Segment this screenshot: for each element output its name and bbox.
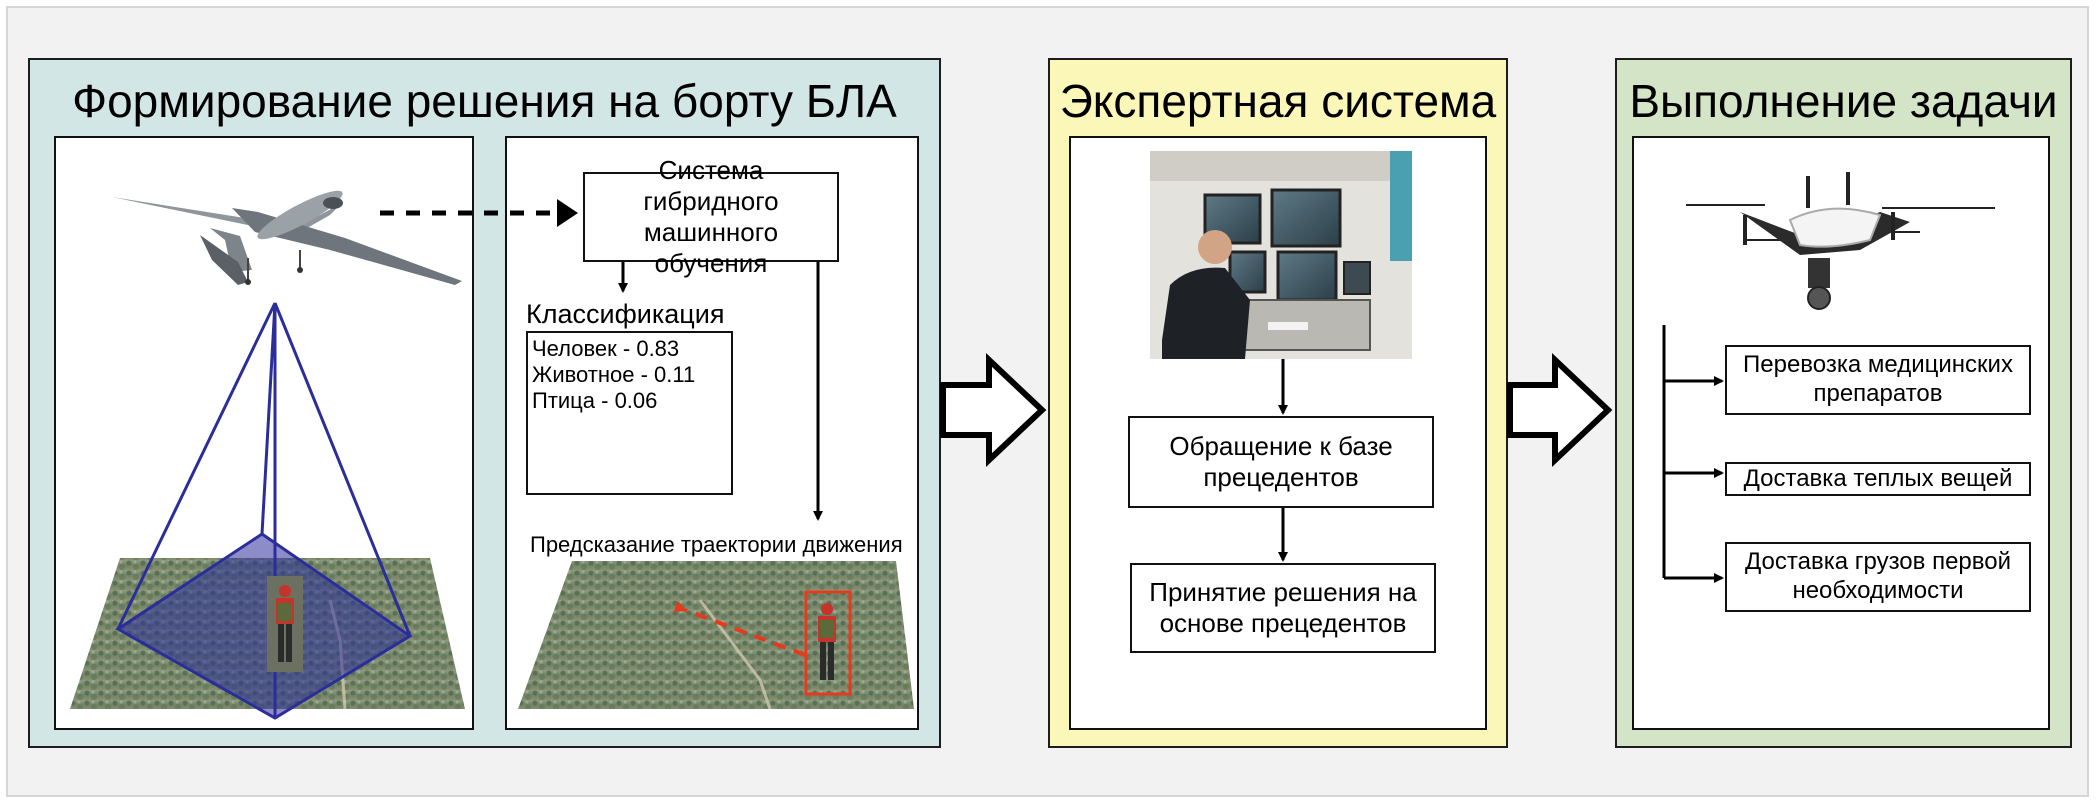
panel-expert-title: Экспертная система <box>1059 75 1497 127</box>
classification-label: Классификация <box>526 299 725 329</box>
trajectory-aerial-photo <box>518 561 914 710</box>
quadcopter-drone-icon <box>1686 172 1995 310</box>
precedent-query-box: Обращение к базе прецедентов <box>1128 416 1434 508</box>
task-essential-supplies: Доставка грузов первой необходимости <box>1725 542 2031 612</box>
class-animal: Животное - 0.11 <box>532 362 696 387</box>
precedent-decision-box: Принятие решения на основе прецедентов <box>1130 563 1436 653</box>
dashed-link-arrowhead <box>557 199 578 227</box>
panel-onboard-title: Формирование решения на борту БЛА <box>72 75 897 127</box>
flow-arrow-2 <box>1507 353 1613 467</box>
task-medical-transport: Перевозка медицинских препаратов <box>1725 345 2031 415</box>
classification-box <box>526 331 733 495</box>
flow-arrow-1 <box>940 353 1047 467</box>
panel-execution-title: Выполнение задачи <box>1629 75 2058 127</box>
trajectory-label: Предсказание траектории движения <box>530 532 903 557</box>
class-human: Человек - 0.83 <box>532 336 680 361</box>
camera-footprint-pyramid <box>115 302 413 720</box>
operator-workstation-photo <box>1150 151 1412 359</box>
task-warm-clothes: Доставка теплых вещей <box>1725 462 2031 496</box>
hybrid-ml-box: Система гибридного машинного обучения <box>583 155 839 278</box>
class-bird: Птица - 0.06 <box>532 388 658 413</box>
pedestrian-photo <box>267 576 303 672</box>
uav-plane-icon <box>112 190 462 285</box>
